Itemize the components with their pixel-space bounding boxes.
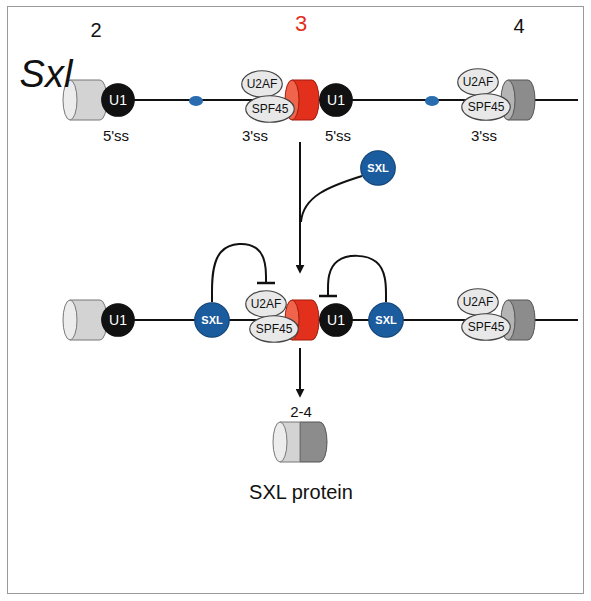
- inhibition-connector: [319, 256, 386, 302]
- u2af-factor: U2AF: [241, 70, 283, 98]
- node-shape: [458, 69, 499, 96]
- node-label: SPF45: [468, 101, 505, 113]
- process-arrow: [299, 348, 301, 396]
- u1-snrnp: U1: [319, 83, 353, 117]
- node-shape: [250, 316, 299, 343]
- node-shape: [458, 289, 499, 316]
- node-label: U2AF: [463, 296, 494, 308]
- spliced-exons: [273, 422, 327, 462]
- spf45-factor: SPF45: [245, 95, 295, 123]
- node-label: U2AF: [251, 298, 282, 310]
- node-shape: [102, 84, 135, 117]
- node-label: U1: [109, 313, 127, 327]
- inhibition-bar: [257, 282, 275, 285]
- u1-snrnp: U1: [319, 303, 353, 337]
- spf45-factor: SPF45: [461, 313, 511, 341]
- node-shape: [462, 94, 511, 121]
- node-label: U1: [327, 93, 345, 107]
- splice-site: 3'ss: [471, 128, 497, 143]
- node-label: SPF45: [252, 103, 289, 115]
- product-label: SXL protein: [249, 482, 353, 502]
- node-label: U1: [327, 313, 345, 327]
- exon-number: 2: [90, 20, 101, 40]
- splice-site: 5'ss: [325, 128, 351, 143]
- sxl-binding-site: [425, 96, 439, 106]
- spf45-factor: SPF45: [461, 93, 511, 121]
- connector-line: [328, 256, 386, 302]
- node-shape: [361, 151, 396, 186]
- node-shape: [102, 304, 135, 337]
- node-label: SPF45: [256, 323, 293, 335]
- node-label: U1: [109, 93, 127, 107]
- node-label: SPF45: [468, 321, 505, 333]
- node-shape: [246, 96, 295, 123]
- frame: [8, 7, 584, 594]
- u2af-factor: U2AF: [245, 290, 287, 318]
- exon-number: 4: [513, 16, 524, 36]
- node-label: SXL: [375, 315, 396, 326]
- exon-number: 2-4: [290, 404, 312, 419]
- u2af-factor: U2AF: [457, 68, 499, 96]
- node-shape: [246, 291, 287, 318]
- node-shape: [242, 71, 283, 98]
- node-shape: [195, 303, 230, 338]
- u1-snrnp: U1: [101, 303, 135, 337]
- node-shape: [369, 303, 404, 338]
- node-shape: [320, 84, 353, 117]
- sxl-protein: SXL: [194, 302, 230, 338]
- sxl-binding-site: [189, 96, 203, 106]
- spf45-factor: SPF45: [249, 315, 299, 343]
- binding-curve: [301, 176, 362, 222]
- node-shape: [462, 314, 511, 341]
- exon-number: 3: [295, 13, 307, 35]
- u2af-factor: U2AF: [457, 288, 499, 316]
- process-arrow: [299, 142, 301, 272]
- splice-site: 5'ss: [103, 128, 129, 143]
- node-label: SXL: [201, 315, 222, 326]
- inhibition-bar: [319, 295, 337, 298]
- gene-name: Sxl: [20, 55, 73, 93]
- node-label: U2AF: [463, 76, 494, 88]
- sxl-protein: SXL: [360, 150, 396, 186]
- node-label: SXL: [367, 163, 388, 174]
- exon-2: [63, 300, 107, 340]
- node-shape: [320, 304, 353, 337]
- sxl-protein: SXL: [368, 302, 404, 338]
- node-label: U2AF: [247, 78, 278, 90]
- splice-site: 3'ss: [242, 128, 268, 143]
- u1-snrnp: U1: [101, 83, 135, 117]
